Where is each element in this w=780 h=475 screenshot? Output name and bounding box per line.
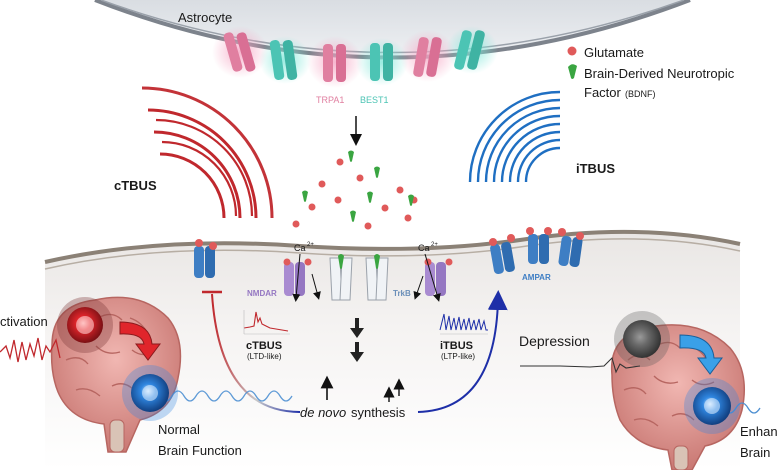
- signaling-arrows: [320, 318, 405, 402]
- glutamate-icon: [308, 203, 316, 211]
- ca-right-sup: 2+: [431, 242, 438, 248]
- ampar-label: AMPAR: [522, 273, 551, 282]
- activation-label: ctivation: [0, 314, 48, 329]
- itbus-mech-sub: (LTP-like): [441, 352, 475, 361]
- itbus-label: iTBUS: [576, 161, 615, 176]
- ctbus-mech-sub: (LTD-like): [247, 352, 282, 361]
- legend-bdnf-line2: Factor: [584, 85, 622, 100]
- depression-label: Depression: [519, 333, 590, 349]
- itbus-mech-label: iTBUS: [440, 340, 473, 352]
- normal-blue-highlight: [142, 385, 158, 401]
- bdnf-icon: [374, 166, 380, 178]
- enhanced-label-line2: Brain: [740, 445, 770, 460]
- enhanced-blue-highlight: [704, 398, 720, 414]
- glutamate-icon: [336, 158, 344, 166]
- bdnf-icon: [348, 150, 354, 162]
- ca-left-label: Ca: [294, 243, 306, 253]
- de-novo-label: de novo: [300, 405, 346, 420]
- right-curved-arrow-icon: [679, 334, 723, 375]
- nmdar-label: NMDAR: [247, 289, 277, 298]
- nmdar-right-efflux: [413, 275, 424, 300]
- glutamate-icon: [292, 220, 300, 228]
- glutamate-icon: [381, 204, 389, 212]
- ca-left-arrow: [292, 253, 301, 302]
- ltp-trace-icon: [439, 313, 488, 335]
- glutamate-icon: [356, 174, 364, 182]
- left-curved-arrow-icon: [119, 321, 161, 361]
- legend-bdnf-line1: Brain-Derived Neurotropic: [584, 66, 735, 81]
- glutamate-icon: [396, 186, 404, 194]
- bdnf-icon: [350, 210, 356, 222]
- glutamate-icon: [318, 180, 326, 188]
- trkb-label: TrkB: [393, 289, 411, 298]
- synthesis-label: synthesis: [351, 405, 406, 420]
- normal-label-line2: Brain Function: [158, 443, 242, 458]
- trpa1-channel-icon: [323, 44, 346, 82]
- trkb-right-icon: [365, 254, 389, 301]
- enhanced-label-line1: Enhan: [740, 424, 778, 439]
- left-receptor-icon: [194, 239, 217, 278]
- glutamate-icon: [404, 214, 412, 222]
- nmdar-right-icon: [424, 258, 453, 296]
- astrocyte-channels: [212, 26, 498, 88]
- bdnf-icon: [302, 190, 308, 202]
- ca-left-sup: 2+: [307, 242, 314, 248]
- ctbus-wave-icon: [141, 86, 274, 219]
- itbus-wave-icon: [468, 90, 561, 183]
- best1-channel-icon: [370, 43, 393, 81]
- ca-right-label: Ca: [418, 243, 430, 253]
- nmdar-left-icon: [283, 258, 312, 296]
- trpa1-channel-icon: [223, 32, 256, 72]
- ca-right-arrow: [424, 253, 441, 302]
- depression-grey-ball-icon: [623, 320, 661, 358]
- trpa1-channel-icon: [413, 37, 442, 77]
- activation-red-highlight: [76, 316, 94, 334]
- left-wave-trace: [0, 337, 293, 402]
- legend: Glutamate Brain-Derived Neurotropic Fact…: [567, 45, 735, 100]
- itbus-potentiation-curve: [417, 290, 508, 413]
- bdnf-legend-icon: [568, 64, 577, 79]
- astrocyte-label: Astrocyte: [178, 10, 232, 25]
- legend-glutamate: Glutamate: [584, 45, 644, 60]
- glutamate-legend-icon: [567, 46, 577, 56]
- ctbus-inhibition-curve: [211, 293, 301, 413]
- ctbus-mech-label: cTBUS: [246, 340, 282, 352]
- synaptic-particles: [292, 150, 418, 230]
- normal-label-line1: Normal: [158, 422, 200, 437]
- ltd-trace-icon: [243, 310, 290, 335]
- ampar-icon: [489, 227, 584, 275]
- glutamate-icon: [334, 196, 342, 204]
- legend-bdnf-abbr: (BDNF): [625, 89, 656, 99]
- ctbus-label: cTBUS: [114, 178, 157, 193]
- trkb-left-icon: [329, 254, 353, 301]
- bdnf-icon: [367, 191, 373, 203]
- nmdar-left-efflux: [311, 273, 321, 300]
- bdnf-icon: [408, 194, 414, 206]
- trpa1-label: TRPA1: [316, 95, 344, 105]
- best1-label: BEST1: [360, 95, 389, 105]
- best1-channel-icon: [454, 30, 485, 70]
- glutamate-icon: [364, 222, 372, 230]
- best1-channel-icon: [269, 40, 298, 80]
